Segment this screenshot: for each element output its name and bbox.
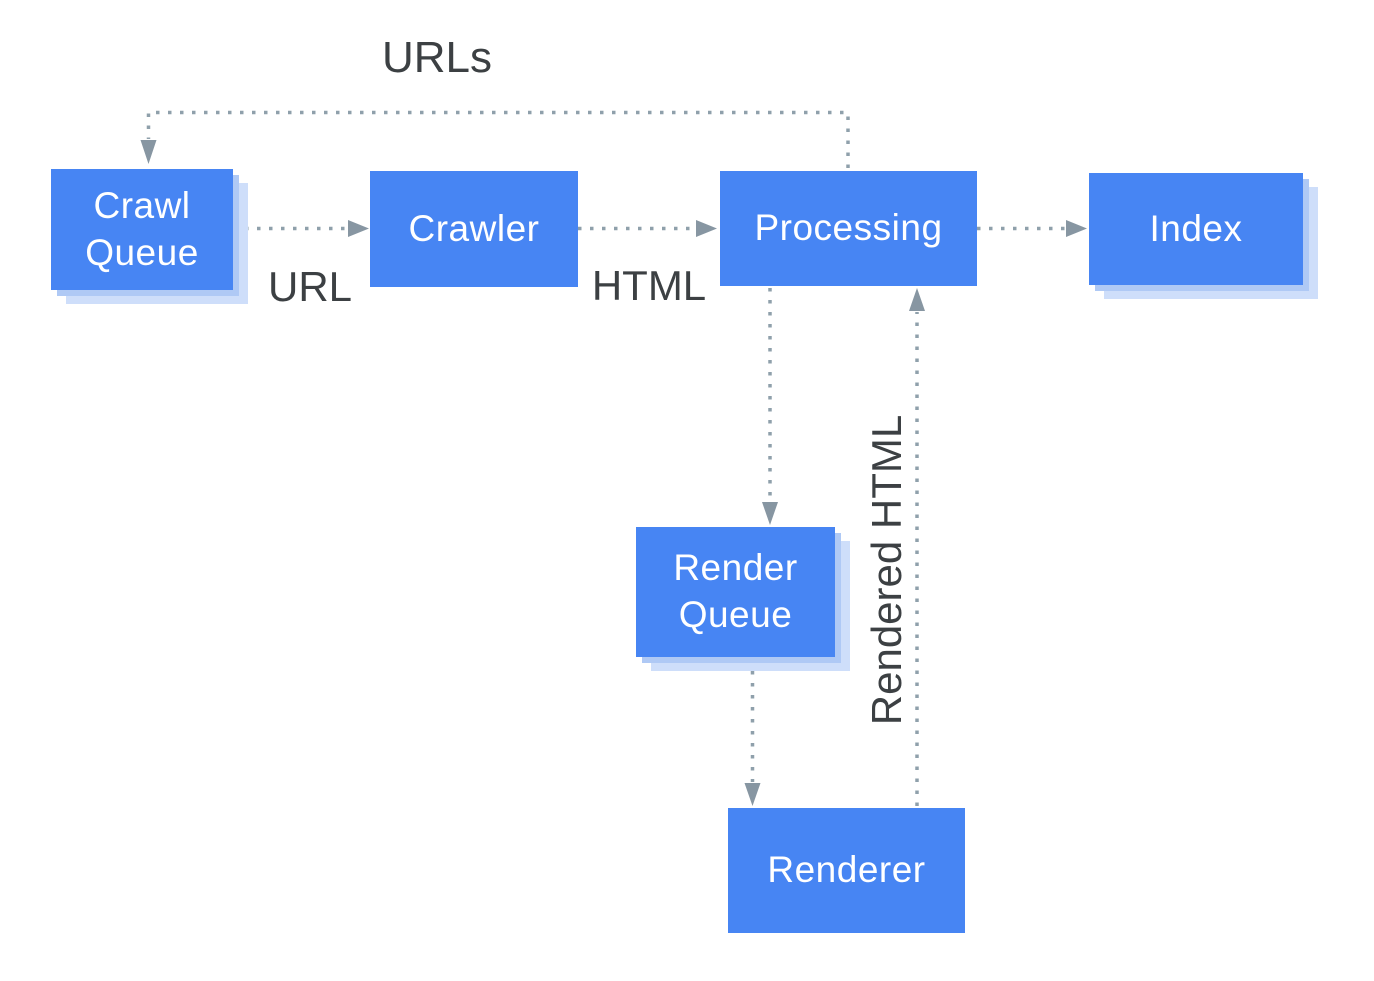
- node-crawl-queue: Crawl Queue: [51, 169, 233, 290]
- arrowhead-index: [1066, 220, 1087, 237]
- node-render-queue: Render Queue: [636, 527, 835, 657]
- edge-label-url: URL: [267, 263, 353, 310]
- edge-label-urls: URLs: [381, 33, 493, 82]
- node-processing: Processing: [720, 171, 977, 286]
- edge-label-html: HTML: [591, 262, 707, 309]
- arrowhead-processing-bottom: [909, 288, 925, 311]
- node-index: Index: [1089, 173, 1303, 285]
- arrowhead-crawlqueue: [140, 140, 157, 164]
- arrowhead-crawler: [348, 220, 369, 237]
- node-crawler: Crawler: [370, 171, 578, 287]
- arrowhead-renderqueue: [762, 502, 778, 525]
- edge-label-rendered-html: Rendered HTML: [863, 414, 910, 726]
- arrowhead-renderer: [744, 783, 761, 806]
- arrowhead-processing: [696, 220, 717, 237]
- edge-processing-to-crawlqueue: [146, 110, 850, 168]
- node-renderer: Renderer: [728, 808, 965, 933]
